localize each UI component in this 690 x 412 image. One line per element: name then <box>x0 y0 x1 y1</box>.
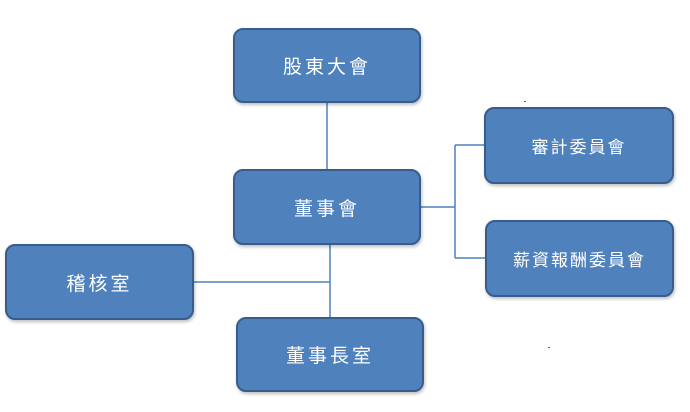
node-internal-audit-office-label: 稽核室 <box>66 272 133 295</box>
stray-mark <box>524 101 526 102</box>
node-shareholders-meeting: 股東大會 <box>233 28 421 103</box>
node-chairman-office-label: 董事長室 <box>285 345 374 367</box>
node-audit-committee: 審計委員會 <box>484 107 674 184</box>
node-audit-committee-label: 審計委員會 <box>531 138 627 158</box>
node-compensation-committee: 薪資報酬委員會 <box>485 220 674 297</box>
node-board-of-directors: 董事會 <box>233 169 421 245</box>
stray-mark <box>548 347 550 348</box>
node-chairman-office: 董事長室 <box>236 317 424 392</box>
node-compensation-committee-label: 薪資報酬委員會 <box>513 251 646 271</box>
node-board-of-directors-label: 董事會 <box>293 197 360 220</box>
node-internal-audit-office: 稽核室 <box>5 244 194 320</box>
node-shareholders-meeting-label: 股東大會 <box>282 56 371 78</box>
